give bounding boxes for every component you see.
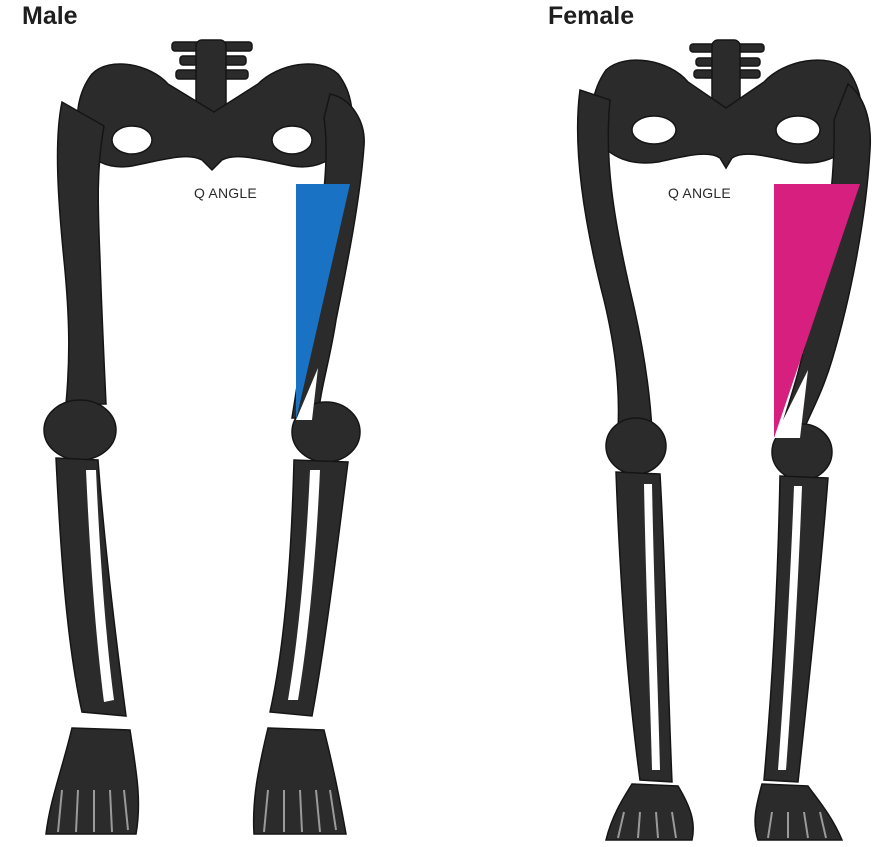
- male-q-angle-label: Q ANGLE: [194, 185, 257, 201]
- female-panel-title: Female: [548, 2, 634, 31]
- male-left-knee: [44, 400, 116, 460]
- female-left-tibia: [616, 472, 672, 782]
- female-left-knee: [606, 418, 666, 474]
- female-skeleton: [578, 40, 871, 840]
- male-panel-title: Male: [22, 2, 78, 31]
- male-right-foot: [254, 728, 346, 834]
- male-skeleton: [44, 40, 364, 834]
- male-left-femur: [58, 102, 106, 404]
- female-q-angle-label: Q ANGLE: [668, 185, 731, 201]
